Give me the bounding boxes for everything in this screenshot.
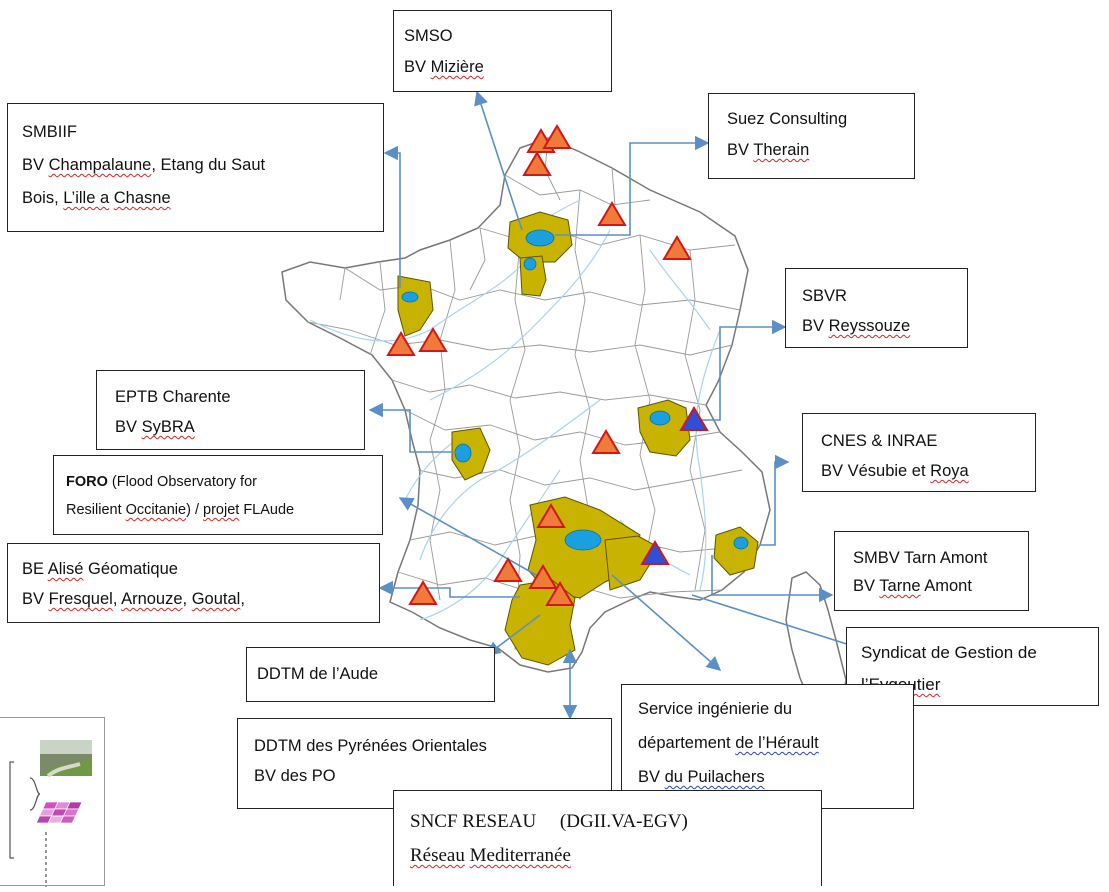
box-eptb: EPTB Charente BV SyBRA	[96, 370, 365, 450]
basin-alpes-maritimes	[713, 526, 759, 576]
box-smso: SMSO BV Mizière	[393, 10, 612, 92]
site-triangle-red	[528, 564, 558, 589]
site-markers	[386, 124, 709, 606]
site-triangle-red	[408, 580, 438, 605]
box-smbv-title: SMBV Tarn Amont	[853, 549, 988, 567]
basin-ain	[637, 399, 691, 457]
box-service-herault: Service ingénierie du département de l’H…	[621, 684, 914, 809]
box-ddtm-po-bv: BV des PO	[254, 767, 336, 785]
box-eptb-title: EPTB Charente	[115, 388, 231, 406]
box-smbv-tarn: SMBV Tarn Amont BV Tarne Amont	[834, 531, 1029, 611]
box-suez-title: Suez Consulting	[727, 110, 848, 128]
site-triangle-red	[597, 201, 627, 226]
box-alise: BE Alisé Géomatique BV Fresquel, Arnouze…	[7, 543, 380, 623]
box-sncf-title: SNCF RESEAU (DGII.VA-EGV)	[410, 811, 688, 832]
box-cnes-inrae: CNES & INRAE BV Vésubie et Roya	[802, 413, 1036, 492]
site-triangle-red	[493, 557, 523, 582]
site-triangle-blue	[679, 406, 709, 431]
box-syndicat-title: Syndicat de Gestion de	[861, 643, 1037, 662]
site-triangle-blue	[640, 540, 670, 565]
legend-graphic	[9, 740, 92, 887]
site-triangle-red	[522, 151, 552, 176]
legend-panel	[0, 717, 105, 887]
box-smbiif-title: SMBIIF	[22, 123, 78, 141]
box-ddtm-aude-title: DDTM de l’Aude	[257, 665, 379, 683]
site-triangle-red	[418, 327, 448, 352]
box-ddtm-aude: DDTM de l’Aude	[246, 647, 495, 702]
lakes	[401, 229, 749, 551]
basin-sarthe	[397, 275, 434, 337]
connection-arrows	[368, 90, 874, 720]
site-triangle-red	[545, 581, 575, 606]
site-triangle-red	[536, 503, 566, 528]
box-smbiif: SMBIIF BV Champalaune, Etang du Saut Boi…	[7, 103, 384, 232]
box-ddtm-po-title: DDTM des Pyrénées Orientales	[254, 737, 487, 755]
site-triangle-red	[542, 124, 572, 149]
box-sncf: SNCF RESEAU (DGII.VA-EGV) Réseau Mediter…	[393, 790, 822, 886]
box-suez: Suez Consulting BV Therain	[708, 93, 915, 179]
france-mainland	[281, 137, 771, 673]
site-triangle-red	[386, 331, 416, 356]
site-triangle-red	[662, 235, 692, 260]
box-syndicat: Syndicat de Gestion de l’Eygoutier	[846, 627, 1099, 706]
box-foro: FORO (Flood Observatory for Resilient Oc…	[53, 455, 383, 535]
box-smso-title: SMSO	[404, 27, 453, 45]
box-service-title: Service ingénierie du	[638, 700, 793, 718]
box-cnes-title: CNES & INRAE	[821, 432, 938, 450]
box-sbvr-title: SBVR	[802, 287, 847, 305]
site-triangle-red	[591, 429, 621, 454]
box-sbvr: SBVR BV Reyssouze	[785, 268, 968, 348]
